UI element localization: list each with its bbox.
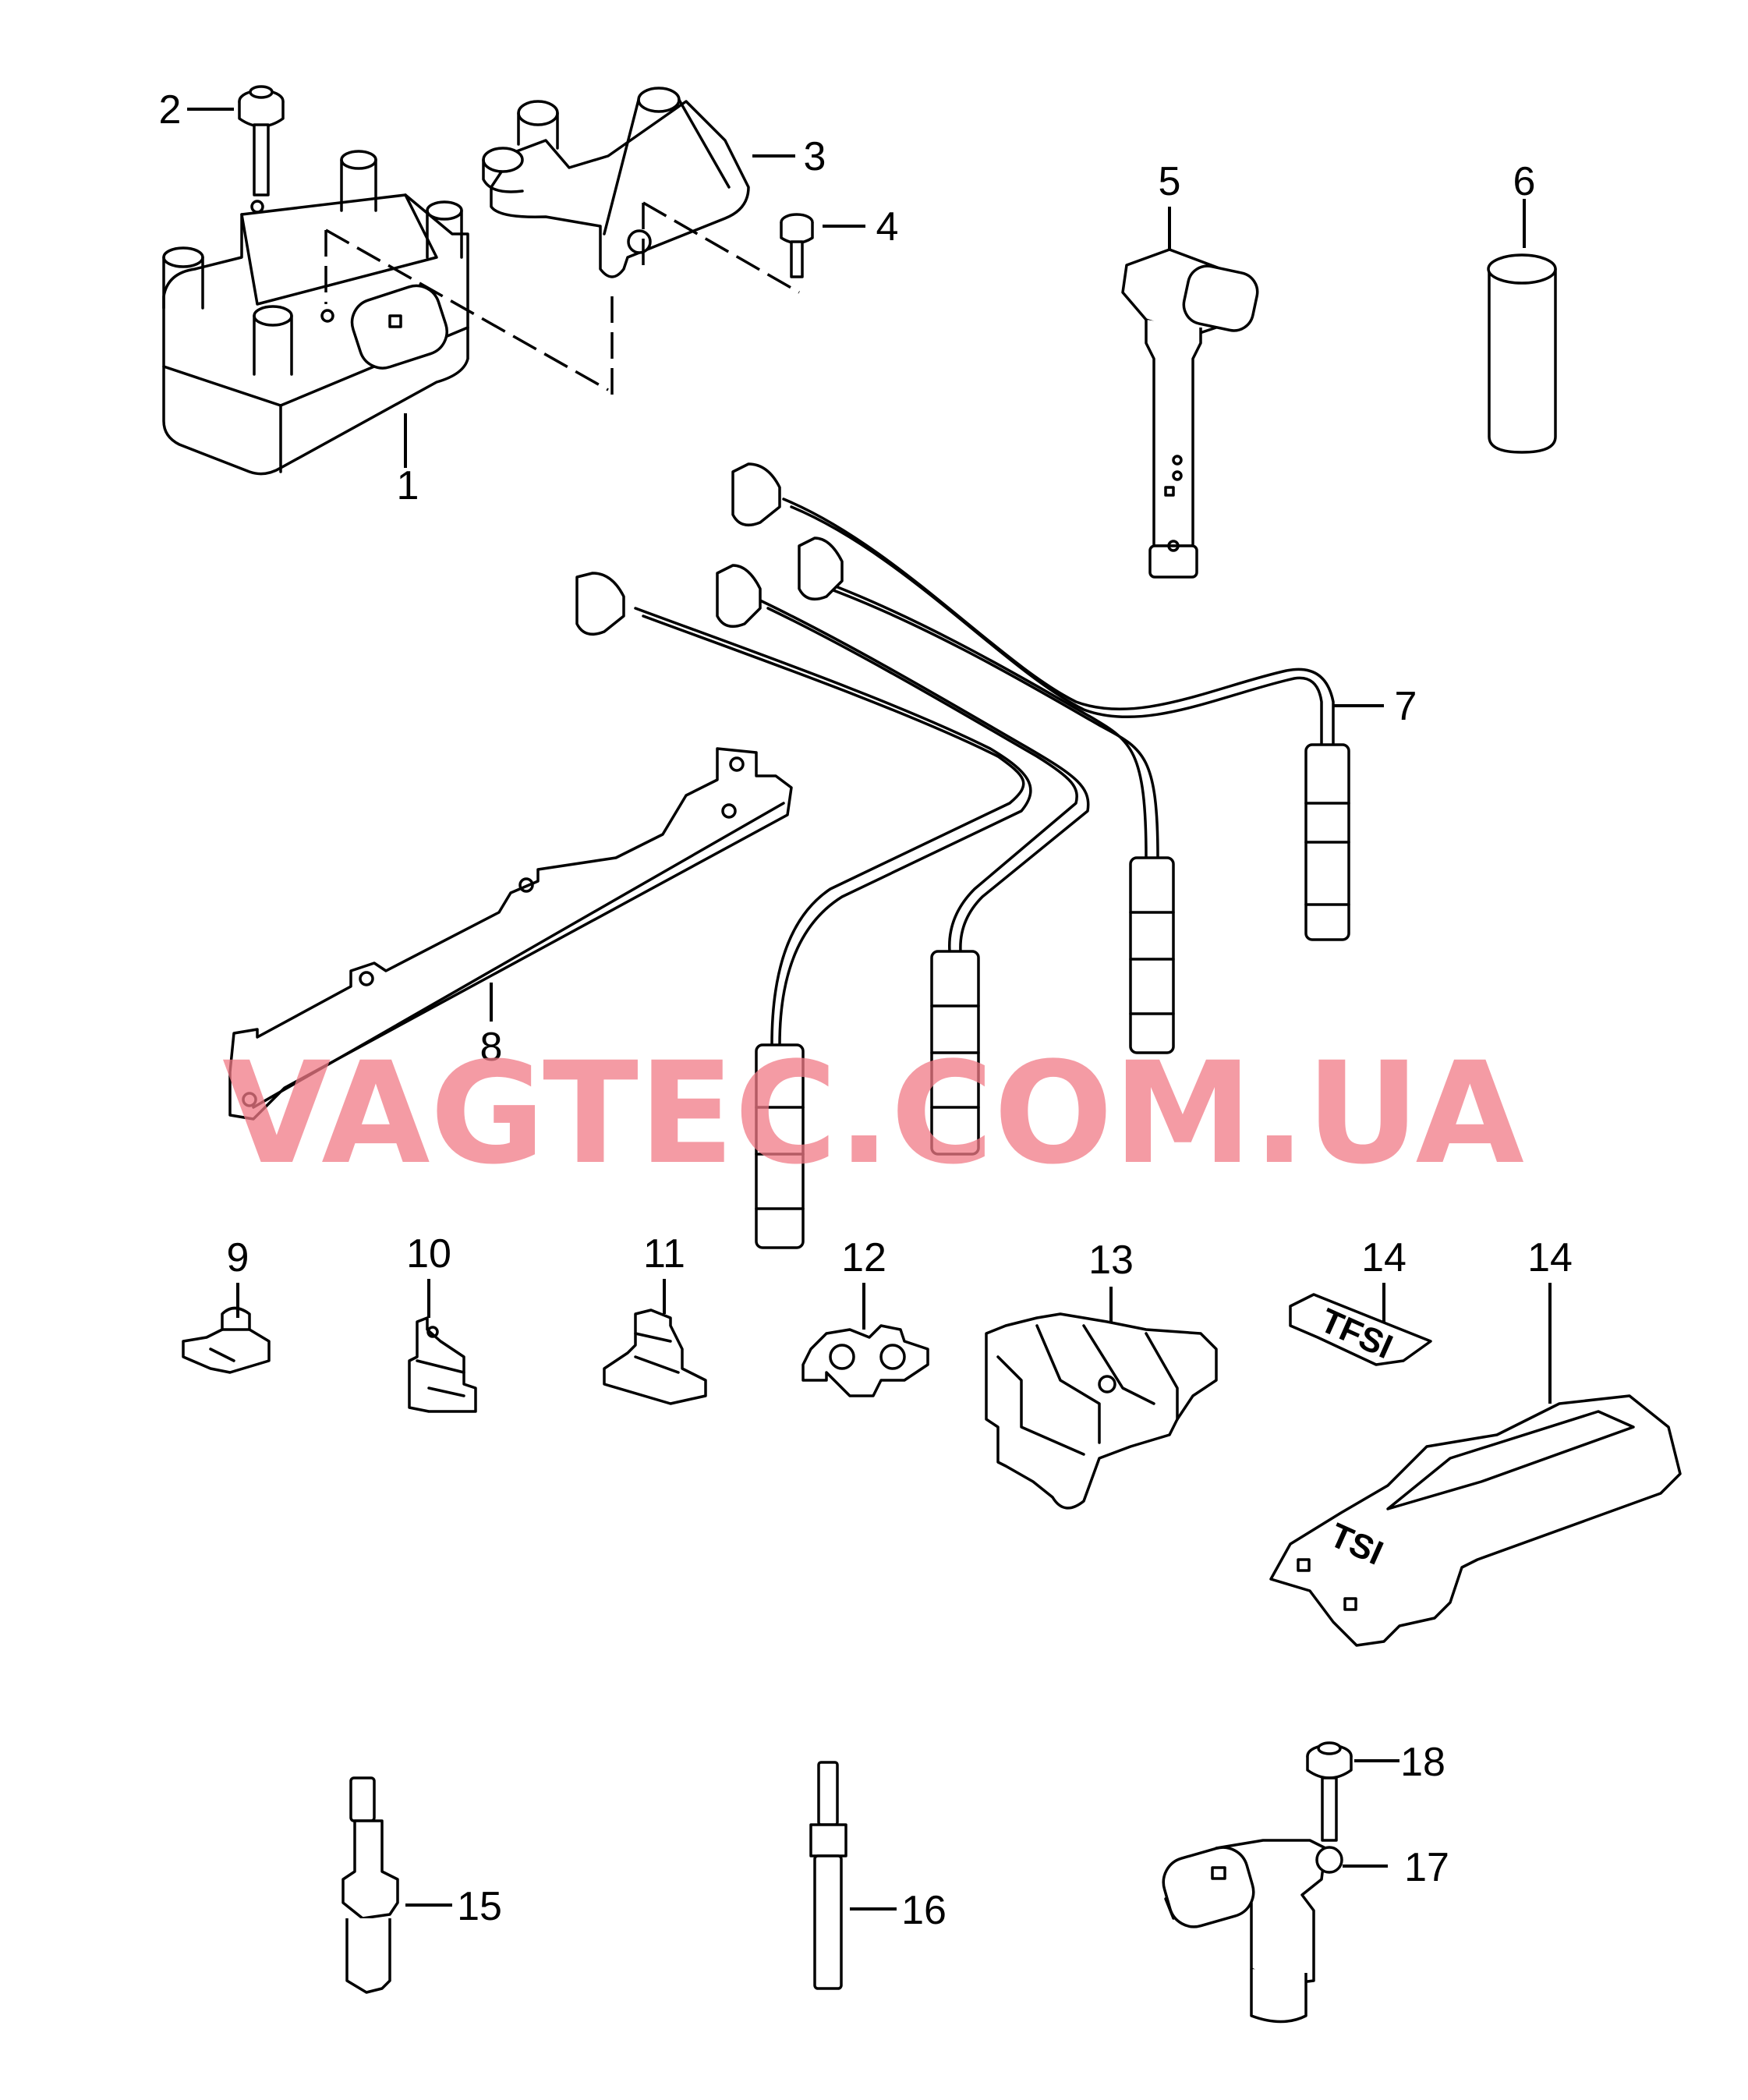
part-bracket-3[interactable] — [482, 87, 750, 278]
callout-11: 11 — [643, 1231, 685, 1277]
callout-14b: 14 — [1527, 1235, 1573, 1280]
callout-18: 18 — [1400, 1740, 1445, 1785]
part-sensor-17[interactable] — [1158, 1839, 1343, 2024]
part-clip-12[interactable] — [801, 1324, 929, 1397]
part-ignition-coil[interactable] — [162, 150, 469, 476]
callout-1: 1 — [397, 463, 419, 508]
callout-12: 12 — [841, 1235, 886, 1280]
part-clip-10[interactable] — [408, 1316, 477, 1413]
callout-10: 10 — [406, 1231, 451, 1277]
callout-9: 9 — [227, 1235, 249, 1280]
callout-14a: 14 — [1361, 1235, 1407, 1280]
callout-5: 5 — [1159, 159, 1181, 204]
callout-8: 8 — [480, 1025, 503, 1070]
part-connector-13[interactable] — [985, 1312, 1218, 1510]
callout-3: 3 — [804, 134, 826, 179]
assembly-line-1 — [324, 228, 614, 398]
part-cylinder-6[interactable] — [1487, 253, 1557, 454]
part-glow-plug-16[interactable] — [809, 1761, 847, 1990]
callout-labels: 1 2 3 4 5 6 7 8 9 10 11 12 13 14 14 15 1… — [159, 87, 1573, 1933]
callout-17: 17 — [1404, 1845, 1449, 1890]
part-bolt-2[interactable] — [238, 85, 285, 197]
part-engine-cover-14[interactable]: TSI — [1269, 1394, 1682, 1647]
part-clip-11[interactable] — [603, 1309, 707, 1405]
callout-16: 16 — [901, 1888, 947, 1933]
part-bolt-4[interactable] — [780, 213, 814, 278]
part-badge-small-14[interactable]: TFSI — [1289, 1293, 1432, 1366]
callout-4: 4 — [876, 204, 899, 250]
part-clip-9[interactable] — [182, 1306, 271, 1374]
part-ignition-leads-7[interactable] — [575, 462, 1350, 1249]
part-pencil-coil-5[interactable] — [1121, 248, 1261, 579]
assembly-line-3 — [642, 201, 800, 294]
callout-6: 6 — [1513, 159, 1536, 204]
part-bolt-18[interactable] — [1306, 1741, 1353, 1842]
callout-15: 15 — [457, 1884, 502, 1929]
callout-2: 2 — [159, 87, 182, 133]
part-spark-plug-15[interactable] — [341, 1776, 399, 1994]
callout-7: 7 — [1395, 684, 1417, 729]
leader-lines — [187, 108, 1552, 1911]
watermark: VAGTEC.COM.UA — [222, 1032, 1524, 1195]
part-bracket-8[interactable] — [228, 747, 793, 1121]
callout-13: 13 — [1088, 1238, 1134, 1283]
